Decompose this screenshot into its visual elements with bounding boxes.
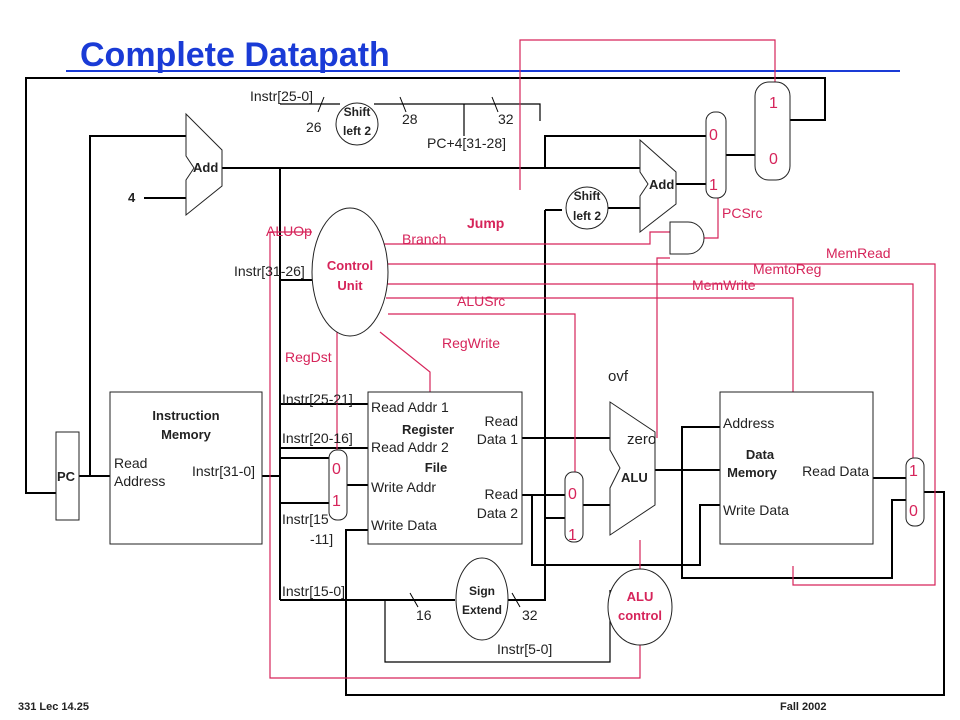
sign-extend (455, 557, 509, 641)
control-unit-line1: Control (327, 258, 373, 273)
alusrc-mux (564, 471, 584, 543)
shift-left-branch (565, 186, 609, 230)
jump-mux (754, 81, 791, 181)
jump-mux-input-1: 1 (769, 95, 778, 112)
shift-left-jump (335, 102, 379, 146)
alu-control (607, 568, 673, 646)
signal-jump: Jump (467, 215, 504, 231)
instruction-memory-address: Address (114, 473, 165, 489)
branch-adder-label: Add (649, 177, 674, 192)
datapath-wires (25, 77, 945, 696)
signal-branch: Branch (402, 231, 446, 247)
pc-label: PC (57, 469, 76, 484)
label-instr-15-11b: -11] (310, 531, 333, 547)
signal-memread: MemRead (826, 245, 891, 261)
signal-regwrite: RegWrite (442, 335, 500, 351)
register-file-title-2: File (425, 460, 447, 475)
register-file-write-data: Write Data (371, 517, 437, 533)
label-instr-25-21: Instr[25-21] (282, 391, 353, 407)
branch-and-gate (669, 221, 705, 255)
label-pc4: PC+4[31-28] (427, 135, 506, 151)
pcsrc-mux (705, 111, 727, 199)
register-file-read-data-2a: Read (485, 486, 518, 502)
label-bits-32-top: 32 (498, 111, 514, 127)
footer-right: Fall 2002 (780, 701, 826, 713)
register-file-read-addr-1: Read Addr 1 (371, 399, 449, 415)
data-memory (719, 391, 874, 545)
shift-left-jump-line2: left 2 (343, 124, 371, 138)
signal-aluop: ALUOp (266, 223, 312, 239)
label-bits-32-bottom: 32 (522, 607, 538, 623)
register-file-read-data-2b: Data 2 (477, 505, 518, 521)
sign-extend-line1: Sign (469, 584, 495, 598)
label-instr-15-11a: Instr[15 (282, 511, 329, 527)
memtoreg-mux-input-1: 1 (909, 463, 918, 480)
alu-label: ALU (621, 470, 648, 485)
register-file-title-1: Register (402, 422, 454, 437)
control-unit (311, 207, 389, 337)
pc-adder (185, 112, 223, 217)
instruction-memory-title-2: Memory (161, 427, 212, 442)
register-file-read-data-1b: Data 1 (477, 431, 518, 447)
control-wires (269, 39, 936, 679)
regdst-mux-input-1: 1 (332, 493, 341, 510)
memtoreg-mux (905, 457, 925, 527)
label-bits-16: 16 (416, 607, 432, 623)
alu-control-line1: ALU (627, 589, 654, 604)
instruction-memory (109, 391, 263, 545)
instruction-memory-out: Instr[31-0] (192, 463, 255, 479)
signal-alusrc: ALUSrc (457, 293, 505, 309)
alusrc-mux-input-1: 1 (568, 527, 577, 544)
label-instr-31-26: Instr[31-26] (234, 263, 305, 279)
footer-left: 331 Lec 14.25 (18, 701, 89, 713)
label-instr-5-0: Instr[5-0] (497, 641, 552, 657)
signal-pcsrc: PCSrc (722, 205, 762, 221)
signal-memtoreg: MemtoReg (753, 261, 821, 277)
register-file (367, 391, 523, 545)
shift-left-branch-line1: Shift (574, 189, 601, 203)
alu-control-line2: control (618, 608, 662, 623)
signal-memwrite: MemWrite (692, 277, 756, 293)
label-bits-26: 26 (306, 119, 322, 135)
label-bits-28: 28 (402, 111, 418, 127)
branch-adder (639, 138, 677, 234)
regdst-mux (328, 449, 348, 521)
register-file-write-addr: Write Addr (371, 479, 436, 495)
instruction-memory-read: Read (114, 455, 147, 471)
control-unit-line2: Unit (337, 278, 363, 293)
instruction-memory-title: Instruction (152, 408, 219, 423)
signal-regdst: RegDst (285, 349, 332, 365)
label-instr-25-0: Instr[25-0] (250, 88, 313, 104)
pc-register (55, 431, 80, 521)
shift-left-jump-line1: Shift (344, 105, 371, 119)
memtoreg-mux-input-0: 0 (909, 503, 918, 520)
label-instr-15-0: Instr[15-0] (282, 583, 345, 599)
register-file-read-addr-2: Read Addr 2 (371, 439, 449, 455)
pcsrc-mux-input-1: 1 (709, 177, 718, 194)
data-memory-address: Address (723, 415, 774, 431)
alu-ovf: ovf (608, 368, 629, 385)
data-memory-title-2: Memory (727, 465, 778, 480)
bus-width-ticks (317, 96, 521, 608)
data-memory-write-data: Write Data (723, 502, 789, 518)
data-memory-read-data: Read Data (802, 463, 869, 479)
slide-title: Complete Datapath (80, 36, 390, 74)
label-instr-20-16: Instr[20-16] (282, 430, 353, 446)
alu (609, 401, 656, 536)
pcsrc-mux-input-0: 0 (709, 127, 718, 144)
constant-four: 4 (128, 190, 136, 205)
jump-mux-input-0: 0 (769, 151, 778, 168)
data-memory-title-1: Data (746, 447, 775, 462)
pc-adder-label: Add (193, 160, 218, 175)
shift-left-branch-line2: left 2 (573, 209, 601, 223)
regdst-mux-input-0: 0 (332, 461, 341, 478)
alu-zero: zero (627, 431, 656, 448)
alusrc-mux-input-0: 0 (568, 486, 577, 503)
sign-extend-line2: Extend (462, 603, 502, 617)
register-file-read-data-1a: Read (485, 413, 518, 429)
